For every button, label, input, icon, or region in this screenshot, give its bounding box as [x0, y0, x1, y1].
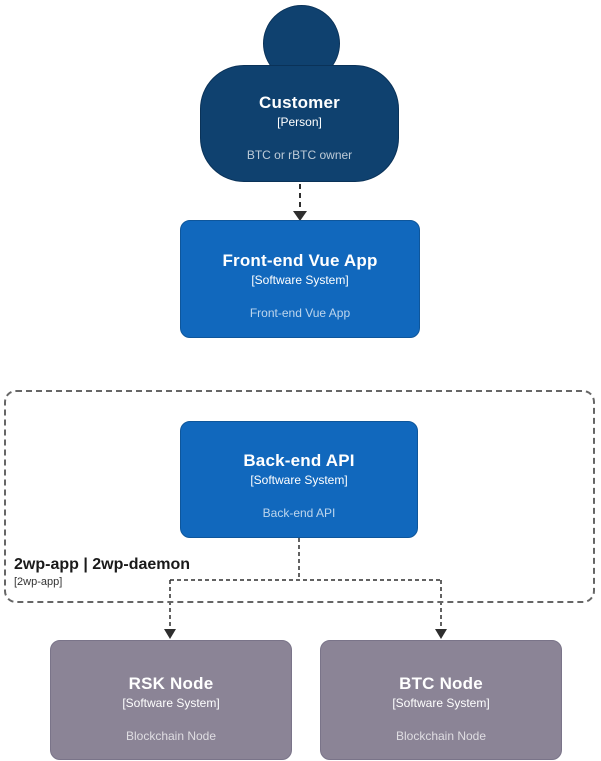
node-description: Blockchain Node: [125, 729, 217, 743]
boundary-label: 2wp-app | 2wp-daemon [2wp-app]: [14, 555, 190, 589]
node-meta: [Person]: [277, 115, 322, 129]
node-title: BTC Node: [399, 674, 483, 693]
node-title: Back-end API: [243, 451, 355, 470]
node-btc-node[interactable]: BTC Node [Software System] Blockchain No…: [320, 640, 562, 760]
node-meta: [Software System]: [392, 696, 490, 710]
node-meta: [Software System]: [250, 473, 348, 487]
boundary-meta: [2wp-app]: [14, 576, 63, 588]
boundary-2wp-app: 2wp-app | 2wp-daemon [2wp-app]: [4, 390, 595, 603]
node-description: Front-end Vue App: [249, 306, 351, 320]
node-customer[interactable]: Customer [Person] BTC or rBTC owner: [200, 65, 399, 182]
boundary-title: 2wp-app | 2wp-daemon: [14, 556, 191, 573]
node-frontend-vue-app[interactable]: Front-end Vue App [Software System] Fron…: [180, 220, 420, 338]
arrowhead-down-icon: [435, 629, 447, 639]
node-title: Front-end Vue App: [222, 251, 378, 270]
arrowhead-down-icon: [164, 629, 176, 639]
node-title: RSK Node: [128, 674, 214, 693]
node-description: Blockchain Node: [395, 729, 487, 743]
node-meta: [Software System]: [251, 273, 349, 287]
node-meta: [Software System]: [122, 696, 220, 710]
node-description: Back-end API: [262, 506, 336, 520]
node-title: Customer: [259, 93, 340, 112]
node-rsk-node[interactable]: RSK Node [Software System] Blockchain No…: [50, 640, 292, 760]
node-backend-api[interactable]: Back-end API [Software System] Back-end …: [180, 421, 418, 538]
node-description: BTC or rBTC owner: [246, 148, 353, 162]
